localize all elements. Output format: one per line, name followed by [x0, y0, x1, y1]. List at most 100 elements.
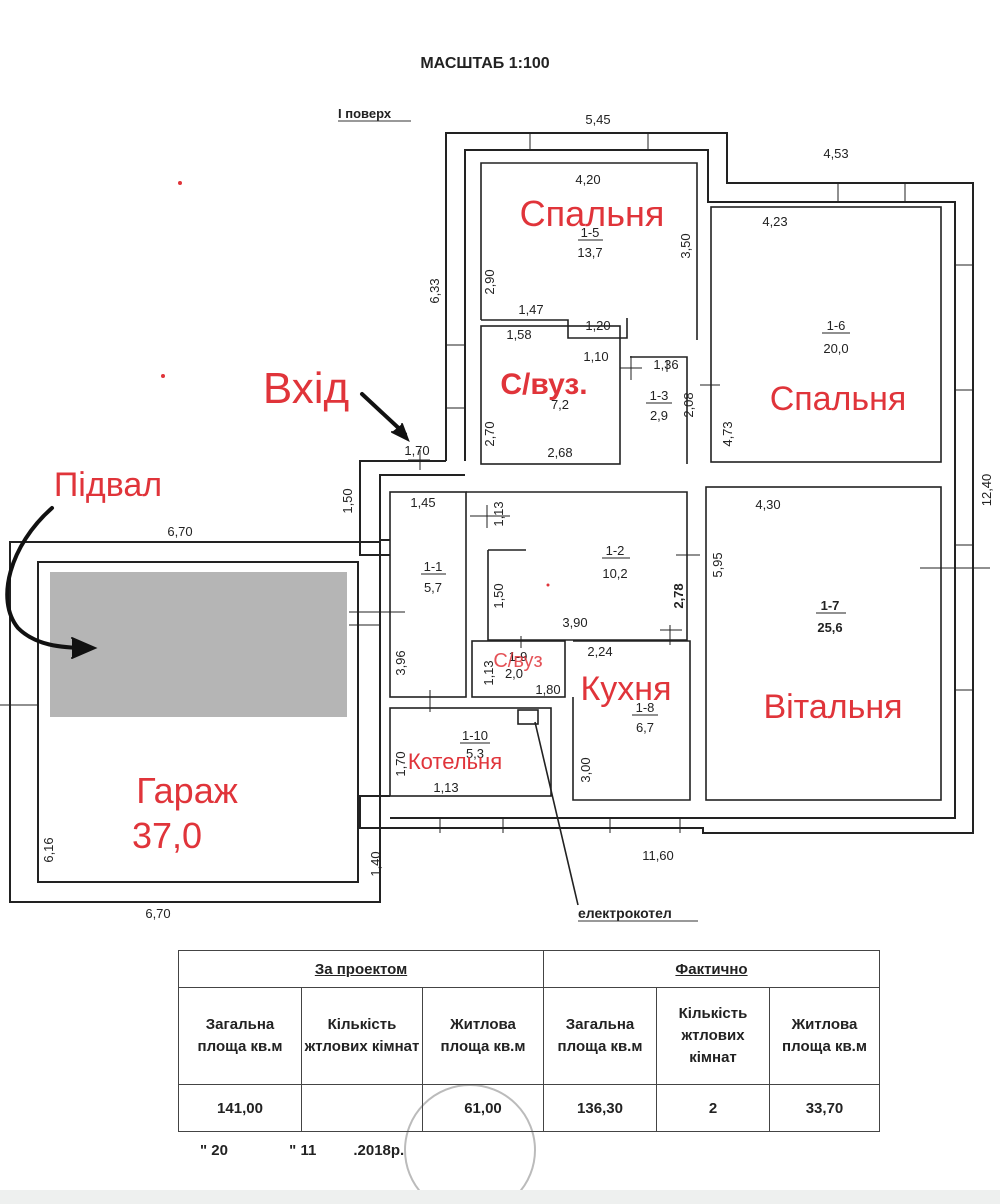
dim-1-13-bottom: 1,13	[433, 780, 458, 795]
dim-1-45: 1,45	[410, 495, 435, 510]
value-rooms-project	[301, 1084, 423, 1132]
room-1-4-name: С/вуз.	[500, 368, 587, 401]
header-total-area-actual: Загальна площа кв.м	[543, 987, 657, 1085]
dim-4-23: 4,23	[762, 214, 787, 229]
dim-5-45: 5,45	[585, 112, 610, 127]
dim-6-70-bottom: 6,70	[145, 906, 170, 921]
dim-3-90: 3,90	[562, 615, 587, 630]
dim-4-73: 4,73	[720, 421, 735, 446]
room-1-2-area: 10,2	[602, 566, 627, 581]
house-walls	[9, 132, 974, 903]
dim-2-90: 2,90	[482, 269, 497, 294]
room-1-1-code: 1-1	[424, 559, 443, 574]
dim-5-95: 5,95	[710, 552, 725, 577]
room-1-10-name: Котельня	[408, 749, 502, 774]
arrows	[5, 392, 410, 659]
room-1-9-area: 2,0	[505, 666, 523, 681]
dim-1-13-top: 1,13	[491, 501, 506, 526]
room-1-5-area: 13,7	[577, 245, 602, 260]
header-living-area-actual: Житлова площа кв.м	[769, 987, 880, 1085]
dim-3-50: 3,50	[678, 233, 693, 258]
dim-1-40: 1,40	[368, 851, 383, 876]
room-labels: 1-5 13,7 7,2 1-3 2,9 1-6 20,0 1-1 5,7 1-…	[421, 225, 850, 761]
dim-2-08: 2,08	[681, 392, 696, 417]
dim-1-20: 1,20	[585, 318, 610, 333]
room-1-3-area: 2,9	[650, 408, 668, 423]
entrance-label: Вхід	[263, 364, 349, 413]
dim-3-00: 3,00	[578, 757, 593, 782]
dim-6-33: 6,33	[427, 278, 442, 303]
scale-title: МАСШТАБ 1:100	[420, 55, 549, 72]
interior-walls	[389, 162, 942, 906]
dim-1-50-hall: 1,50	[491, 583, 506, 608]
dim-4-53: 4,53	[823, 146, 848, 161]
room-1-9-name: С/вуз	[493, 650, 542, 672]
dim-4-20: 4,20	[575, 172, 600, 187]
dim-2-24: 2,24	[587, 644, 612, 659]
dim-2-78: 2,78	[671, 583, 686, 608]
room-1-7-code: 1-7	[821, 598, 840, 613]
value-living-area-project: 61,00	[422, 1084, 544, 1132]
room-1-7-name: Вітальня	[763, 688, 902, 726]
header-living-area-project: Житлова площа кв.м	[422, 987, 544, 1085]
value-total-area-actual: 136,30	[543, 1084, 657, 1132]
dim-1-13-wc: 1,13	[481, 660, 496, 685]
room-1-2-code: 1-2	[606, 543, 625, 558]
value-living-area-actual: 33,70	[769, 1084, 880, 1132]
dim-2-70: 2,70	[482, 421, 497, 446]
header-rooms-project: Кількість жтлових кімнат	[301, 987, 423, 1085]
red-annotations: Спальня С/вуз. Спальня Вхід Підвал Вітал…	[54, 181, 906, 856]
room-1-5-code: 1-5	[581, 225, 600, 240]
value-rooms-actual: 2	[656, 1084, 770, 1132]
room-1-3-code: 1-3	[650, 388, 669, 403]
dim-6-70-top: 6,70	[167, 524, 192, 539]
room-1-6-name: Спальня	[770, 380, 907, 418]
dim-1-36: 1,36	[653, 357, 678, 372]
date-footer: " 20 " 11 .2018р.	[200, 1142, 404, 1159]
room-1-1-area: 5,7	[424, 580, 442, 595]
dimensions-vertical: 3,50 2,90 6,33 2,08 4,73 2,70 1,50 1,13 …	[41, 233, 994, 876]
room-1-6-area: 20,0	[823, 341, 848, 356]
basement-arrow-icon	[5, 506, 90, 650]
openings	[0, 133, 990, 833]
room-1-8-name: Кухня	[581, 670, 672, 708]
date-day: " 20	[200, 1142, 228, 1159]
date-year: .2018р.	[353, 1142, 405, 1159]
header-actual: Фактично	[543, 950, 880, 988]
basement-label: Підвал	[54, 466, 162, 504]
garage-area: 37,0	[132, 815, 202, 856]
dim-12-40: 12,40	[979, 474, 994, 507]
room-1-8-area: 6,7	[636, 720, 654, 735]
room-1-10-code: 1-10	[462, 728, 488, 743]
header-total-area-project: Загальна площа кв.м	[178, 987, 302, 1085]
dim-1-10: 1,10	[583, 349, 608, 364]
room-1-8-code: 1-8	[636, 700, 655, 715]
dim-1-80: 1,80	[535, 682, 560, 697]
dim-6-16: 6,16	[41, 837, 56, 862]
garage-name: Гараж	[136, 770, 238, 811]
room-1-4-area: 7,2	[551, 397, 569, 412]
dim-2-68: 2,68	[547, 445, 572, 460]
room-1-5-name: Спальня	[520, 193, 665, 234]
boiler-label: електрокотел	[578, 905, 672, 921]
bottom-bar	[0, 1190, 1000, 1204]
dim-11-60: 11,60	[642, 848, 674, 863]
header-rooms-actual: Кількість жтлових кімнат	[656, 987, 770, 1085]
dim-1-70-boiler: 1,70	[393, 751, 408, 776]
area-table: За проектом Фактично Загальна площа кв.м…	[178, 950, 880, 1132]
dim-1-58: 1,58	[506, 327, 531, 342]
header-project: За проектом	[178, 950, 544, 988]
dim-1-47: 1,47	[518, 302, 543, 317]
garage-shaded-area	[50, 572, 347, 717]
dim-3-96: 3,96	[393, 650, 408, 675]
dim-4-30: 4,30	[755, 497, 780, 512]
dim-1-70: 1,70	[404, 443, 429, 458]
room-1-7-area: 25,6	[817, 620, 842, 635]
dim-1-50-entrance: 1,50	[340, 488, 355, 513]
floor-label: I поверх	[338, 106, 392, 121]
value-total-area-project: 141,00	[178, 1084, 302, 1132]
date-month: " 11	[289, 1142, 317, 1159]
room-1-9-code: 1-9	[509, 649, 528, 664]
dimensions: 5,45 4,53 4,20 4,23 1,47 1,20 1,58 1,10 …	[145, 112, 848, 921]
